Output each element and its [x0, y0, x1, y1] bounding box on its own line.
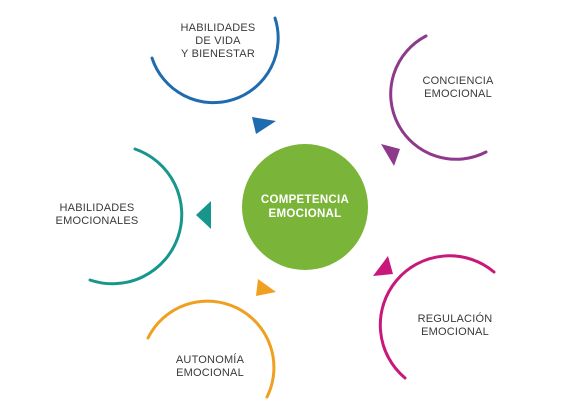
- label-line: EMOCIONAL: [424, 88, 492, 100]
- arc-habilidades-emocionales: [88, 147, 184, 286]
- label-line: DE VIDA: [195, 35, 241, 47]
- center-label-line1: COMPETENCIA: [260, 194, 350, 206]
- arc-autonomia: [146, 299, 276, 399]
- label-line: HABILIDADES: [59, 202, 135, 214]
- label-habilidades-emocionales: HABILIDADES EMOCIONALES: [42, 202, 152, 228]
- arc-habilidades-vida: [150, 16, 280, 105]
- arc-regulacion: [378, 254, 496, 380]
- label-line: AUTONOMÍA: [175, 354, 245, 366]
- label-conciencia: CONCIENCIA EMOCIONAL: [408, 75, 508, 101]
- arrow-habilidades-emocionales: [196, 201, 211, 229]
- label-line: EMOCIONALES: [55, 215, 139, 227]
- center-label: COMPETENCIA EMOCIONAL: [245, 193, 365, 221]
- label-line: REGULACIÓN: [417, 313, 493, 325]
- arrow-habilidades-vida: [252, 117, 276, 134]
- label-autonomia: AUTONOMÍA EMOCIONAL: [160, 354, 260, 380]
- label-habilidades-vida: HABILIDADES DE VIDA Y BIENESTAR: [158, 22, 278, 61]
- arrow-conciencia: [381, 144, 400, 166]
- label-line: EMOCIONAL: [421, 326, 489, 338]
- arrow-autonomia: [256, 279, 276, 296]
- label-line: CONCIENCIA: [422, 75, 494, 87]
- arc-conciencia: [389, 34, 488, 161]
- label-regulacion: REGULACIÓN EMOCIONAL: [405, 313, 505, 339]
- center-circle: [242, 144, 368, 270]
- arrow-regulacion: [373, 256, 393, 276]
- center-label-line2: EMOCIONAL: [268, 208, 342, 220]
- label-line: HABILIDADES: [180, 22, 256, 34]
- label-line: Y BIENESTAR: [181, 48, 255, 60]
- label-line: EMOCIONAL: [176, 367, 244, 379]
